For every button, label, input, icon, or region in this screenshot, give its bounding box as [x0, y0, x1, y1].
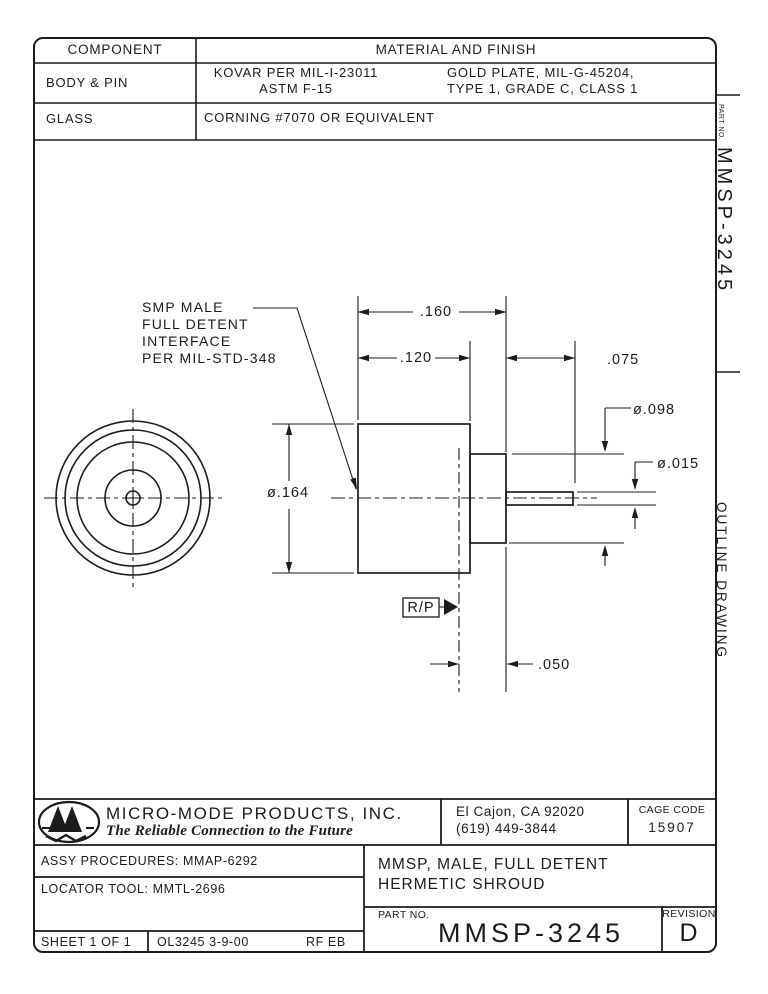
locator-tool: LOCATOR TOOL: MMTL-2696 — [41, 882, 226, 896]
materials-table-rules — [34, 38, 716, 141]
callout-line-2: FULL DETENT — [142, 316, 249, 332]
table-header-component: COMPONENT — [67, 42, 163, 57]
revision-value: D — [679, 919, 699, 947]
dim-160-label: .160 — [420, 304, 452, 320]
title-block-rules — [34, 798, 716, 952]
cage-code-value: 15907 — [648, 820, 696, 835]
margin-zone-ticks — [716, 94, 740, 373]
dim-120-label: .120 — [400, 350, 432, 366]
logo-peak-icon — [48, 806, 68, 832]
table-cell-component-body-pin: BODY & PIN — [46, 75, 129, 90]
company-address: El Cajon, CA 92020 — [456, 804, 585, 819]
dia-098-label: ø.098 — [633, 402, 675, 418]
table-header-material-finish: MATERIAL AND FINISH — [375, 42, 537, 57]
dia-015-label: ø.015 — [657, 456, 699, 472]
revision-label: REVISION — [662, 908, 716, 920]
margin-part-no-label: PART NO. — [717, 104, 724, 141]
margin-part-no: MMSP-3245 — [713, 147, 735, 295]
dim-050-label: .050 — [538, 657, 570, 673]
drafter-initials: RF EB — [306, 935, 346, 949]
table-cell-material-corning: CORNING #7070 OR EQUIVALENT — [204, 110, 435, 125]
table-cell-material-astm: ASTM F-15 — [259, 81, 333, 96]
part-no-label: PART NO. — [378, 909, 430, 921]
dimension-lines — [253, 296, 656, 692]
callout-line-1: SMP MALE — [142, 299, 224, 315]
table-cell-component-glass: GLASS — [46, 111, 94, 126]
callout-line-3: INTERFACE — [142, 333, 231, 349]
dimension-labels: .160 .120 .075 ø.098 ø.015 ø.164 .050 R/… — [142, 299, 699, 673]
company-tagline: The Reliable Connection to the Future — [106, 823, 354, 839]
datum-flag-box — [402, 597, 440, 618]
company-logo — [37, 800, 101, 844]
part-no-value: MMSP-3245 — [437, 918, 625, 948]
sheet-frame — [33, 37, 717, 953]
company-phone: (619) 449-3844 — [456, 821, 557, 836]
cage-code-label: CAGE CODE — [638, 804, 706, 816]
dim-075-label: .075 — [607, 352, 639, 368]
drawing-title-line-2: HERMETIC SHROUD — [378, 876, 546, 893]
company-name: MICRO-MODE PRODUCTS, INC. — [106, 804, 403, 823]
side-view — [331, 423, 597, 692]
callout-line-4: PER MIL-STD-348 — [142, 350, 277, 366]
table-cell-material-kovar: KOVAR PER MIL-I-23011 — [213, 65, 379, 80]
datum-flag-label: R/P — [407, 600, 434, 616]
sheet-number: SHEET 1 OF 1 — [41, 935, 132, 949]
drawing-title-line-1: MMSP, MALE, FULL DETENT — [378, 856, 609, 873]
logo-peak-icon — [62, 806, 82, 832]
margin-drawing-type: OUTLINE DRAWING — [714, 502, 729, 660]
table-cell-finish-gold-plate: GOLD PLATE, MIL-G-45204, — [447, 65, 635, 80]
dimension-arrowheads — [285, 308, 639, 668]
table-cell-finish-type-grade: TYPE 1, GRADE C, CLASS 1 — [447, 81, 639, 96]
doc-reference: OL3245 3-9-00 — [157, 935, 249, 949]
front-view — [44, 409, 222, 587]
assy-procedures: ASSY PROCEDURES: MMAP-6292 — [41, 854, 258, 868]
datum-flag-arrow — [444, 599, 458, 615]
dia-164-label: ø.164 — [267, 485, 309, 501]
